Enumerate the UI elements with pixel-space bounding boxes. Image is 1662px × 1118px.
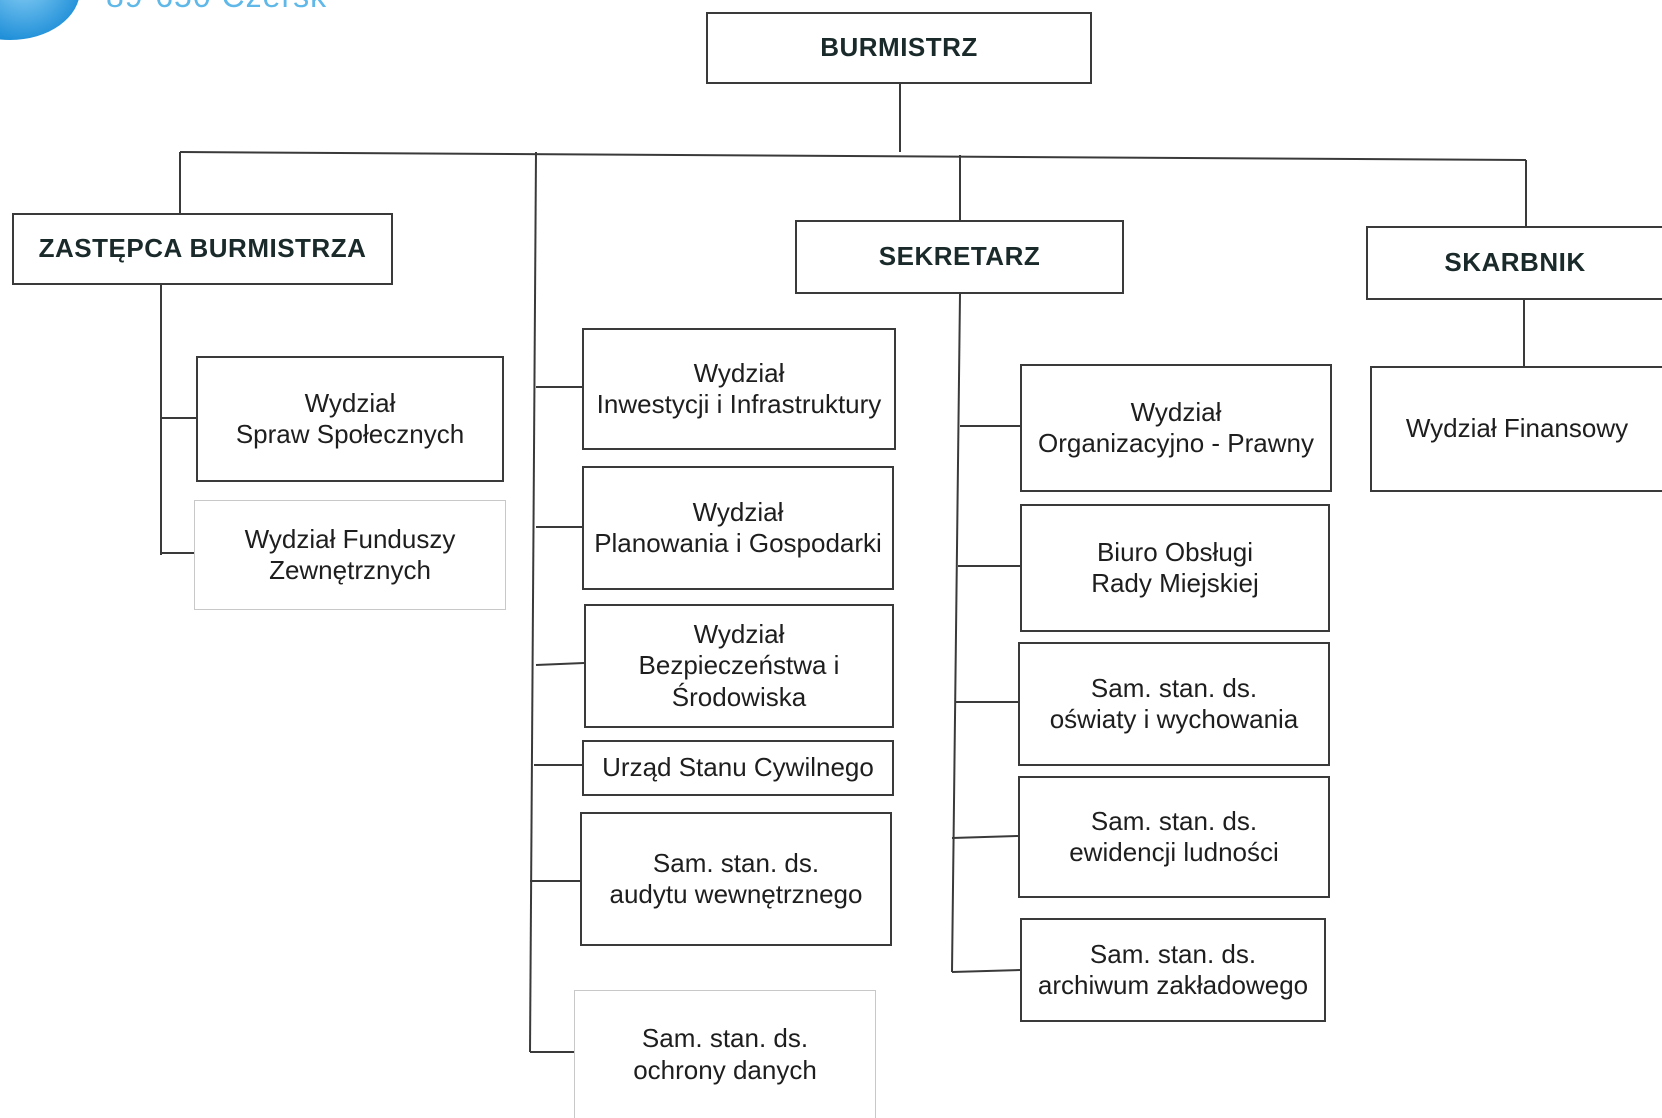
unit-label: Wydział Organizacyjno - Prawny: [1038, 396, 1314, 458]
unit-ochrony-danych: Sam. stan. ds. ochrony danych: [574, 990, 876, 1118]
unit-label: Sam. stan. ds. ochrony danych: [633, 1023, 817, 1085]
deputy-mayor-box: ZASTĘPCA BURMISTRZA: [12, 213, 393, 285]
root-box-burmistrz: BURMISTRZ: [706, 12, 1092, 84]
unit-bezpieczenstwa: Wydział Bezpieczeństwa i Środowiska: [584, 604, 894, 728]
unit-label: Wydział Inwestycji i Infrastruktury: [596, 357, 882, 419]
unit-planowania: Wydział Planowania i Gospodarki: [582, 466, 894, 590]
unit-biuro-rady: Biuro Obsługi Rady Miejskiej: [1020, 504, 1330, 632]
unit-label: Biuro Obsługi Rady Miejskiej: [1091, 536, 1259, 598]
unit-ewidencji: Sam. stan. ds. ewidencji ludności: [1018, 776, 1330, 898]
unit-label: Sam. stan. ds. ewidencji ludności: [1069, 805, 1279, 867]
secretary-label: SEKRETARZ: [878, 241, 1041, 272]
unit-label: Wydział Bezpieczeństwa i Środowiska: [638, 619, 840, 712]
unit-label: Sam. stan. ds. archiwum zakładowego: [1037, 938, 1309, 1000]
unit-funduszy-zewnetrznych: Wydział Funduszy Zewnętrznych: [194, 500, 506, 610]
unit-label: Wydział Planowania i Gospodarki: [594, 496, 882, 558]
unit-label: Sam. stan. ds. audytu wewnętrznego: [609, 847, 863, 909]
unit-label: Sam. stan. ds. oświaty i wychowania: [1049, 672, 1299, 734]
unit-spraw-spolecznych: Wydział Spraw Społecznych: [196, 356, 504, 482]
unit-finansowy: Wydział Finansowy: [1370, 366, 1662, 492]
treasurer-label: SKARBNIK: [1444, 247, 1586, 278]
unit-label: Wydział Finansowy: [1405, 413, 1629, 444]
root-label: BURMISTRZ: [820, 32, 978, 63]
deputy-mayor-label: ZASTĘPCA BURMISTRZA: [38, 233, 367, 264]
unit-label: Wydział Spraw Społecznych: [235, 387, 465, 449]
unit-inwestycji: Wydział Inwestycji i Infrastruktury: [582, 328, 896, 450]
unit-archiwum: Sam. stan. ds. archiwum zakładowego: [1020, 918, 1326, 1022]
header-address: 89-650 Czersk: [106, 0, 327, 15]
unit-organizacyjno-prawny: Wydział Organizacyjno - Prawny: [1020, 364, 1332, 492]
unit-label: Urząd Stanu Cywilnego: [602, 752, 874, 783]
unit-label: Wydział Funduszy Zewnętrznych: [244, 523, 456, 585]
unit-usc: Urząd Stanu Cywilnego: [582, 740, 894, 796]
treasurer-box: SKARBNIK: [1366, 226, 1662, 300]
unit-audytu: Sam. stan. ds. audytu wewnętrznego: [580, 812, 892, 946]
secretary-box: SEKRETARZ: [795, 220, 1124, 294]
unit-oswiaty: Sam. stan. ds. oświaty i wychowania: [1018, 642, 1330, 766]
